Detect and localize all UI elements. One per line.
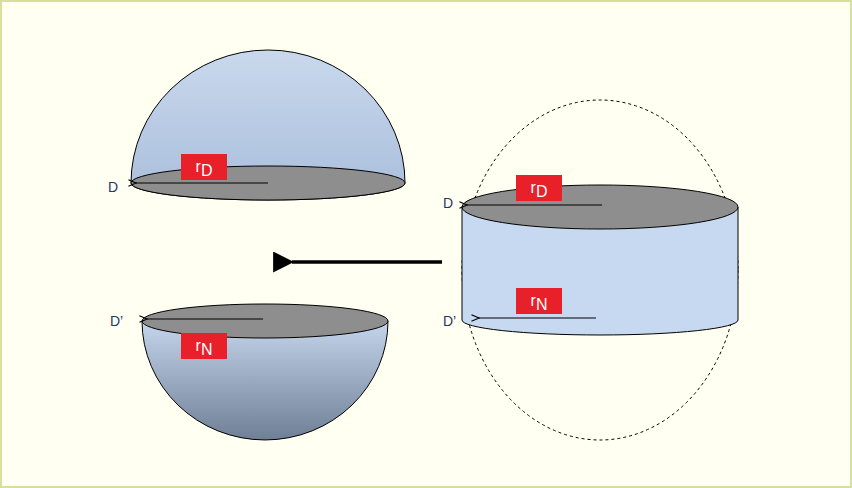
lower-hemisphere — [142, 321, 388, 440]
radius-arrow — [147, 318, 263, 319]
point-label: D’ — [110, 314, 123, 328]
point-label: D — [108, 180, 118, 194]
radius-label-box: rN — [516, 288, 562, 314]
point-label: D — [443, 196, 453, 210]
cylinder-side — [738, 207, 739, 320]
radius-arrow — [136, 182, 268, 183]
radius-label: rD — [190, 159, 219, 175]
dashed-ellipsoid — [462, 100, 738, 440]
radius-label: rD — [525, 180, 554, 196]
point-label: D’ — [443, 314, 456, 328]
upper-hemisphere — [131, 50, 405, 200]
radius-arrow — [467, 204, 602, 205]
cylinder-top-disc — [462, 185, 738, 229]
transform-arrow — [292, 260, 442, 264]
radius-label: rN — [525, 293, 554, 309]
radius-label-box: rN — [181, 333, 227, 359]
cylinder-side — [462, 207, 463, 320]
radius-label-box: rD — [181, 154, 227, 180]
radius-label: rN — [190, 338, 219, 354]
upper-disc — [131, 166, 405, 200]
lower-disc — [142, 304, 388, 338]
cylinder-bottom-edge — [462, 320, 738, 335]
radius-arrow — [479, 317, 596, 318]
radius-label-box: rD — [516, 175, 562, 201]
